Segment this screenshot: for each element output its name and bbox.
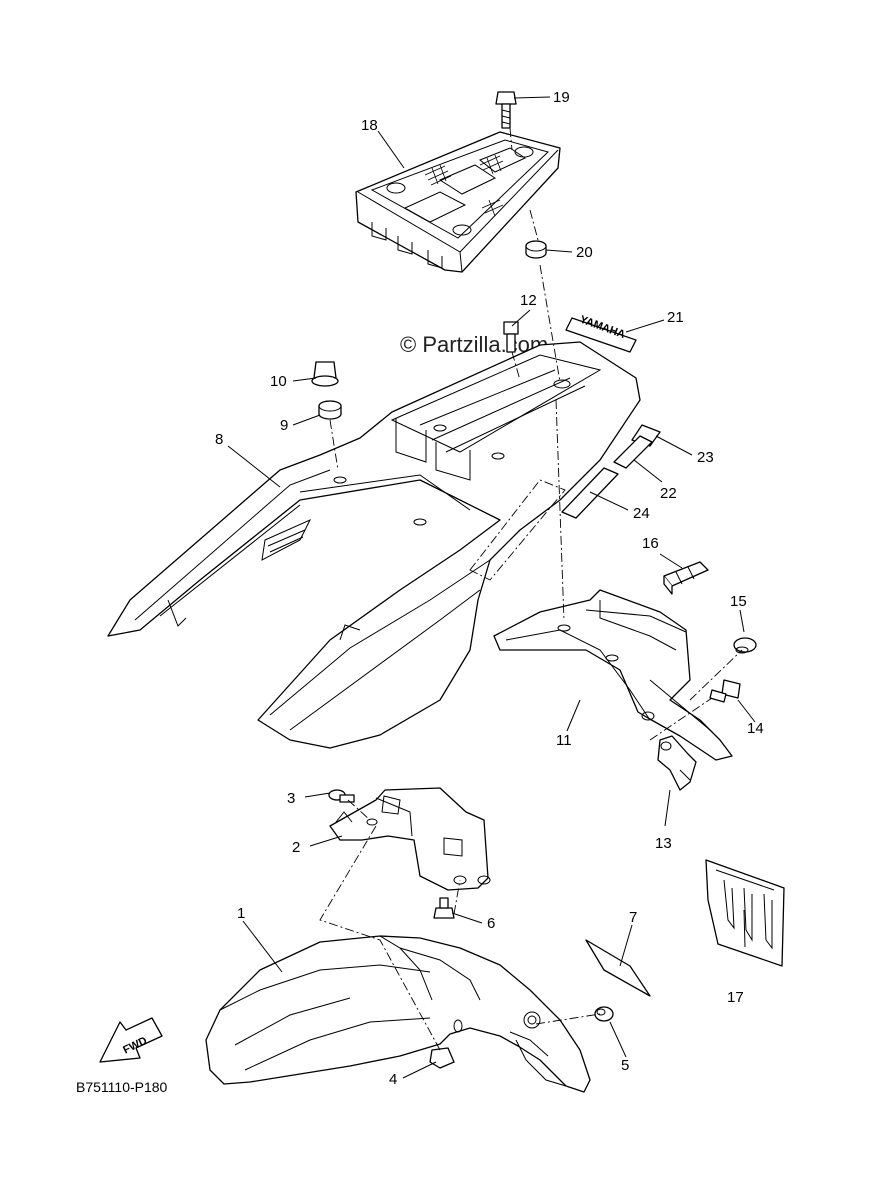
part-24-strip[interactable] (561, 467, 619, 519)
callout-16: 16 (642, 535, 659, 552)
part-12-bolt[interactable] (503, 321, 519, 353)
part-5-grommet[interactable] (594, 1006, 614, 1022)
part-4-nut[interactable] (429, 1047, 455, 1069)
callout-labels: 1 2 3 4 5 6 7 8 9 10 11 12 13 14 15 16 1… (215, 89, 764, 1088)
part-2-bracket[interactable] (329, 787, 491, 891)
callout-10: 10 (270, 373, 287, 390)
part-3-screw[interactable] (328, 789, 355, 803)
part-6-bolt[interactable] (433, 897, 455, 919)
part-19-bolt[interactable] (495, 91, 517, 129)
alignment-lines (319, 127, 743, 1051)
part-16-clip[interactable] (663, 561, 709, 595)
callout-8: 8 (215, 431, 223, 448)
fwd-arrow-icon: FWD (99, 1017, 163, 1063)
callout-6: 6 (487, 915, 495, 932)
part-9-damper[interactable] (318, 400, 342, 420)
part-13-bracket[interactable] (657, 735, 697, 791)
part-10-bolt[interactable] (311, 361, 339, 387)
callout-7: 7 (629, 909, 637, 926)
callout-1: 1 (237, 905, 245, 922)
part-8-rear-cover[interactable] (107, 341, 641, 749)
part-22-strip[interactable] (613, 435, 653, 469)
callout-19: 19 (553, 89, 570, 106)
callout-5: 5 (621, 1057, 629, 1074)
callout-20: 20 (576, 244, 593, 261)
callout-22: 22 (660, 485, 677, 502)
callout-9: 9 (280, 417, 288, 434)
callout-13: 13 (655, 835, 672, 852)
part-15-nut[interactable] (733, 637, 757, 654)
callout-14: 14 (747, 720, 764, 737)
part-7-label[interactable] (585, 939, 651, 997)
part-17-flap[interactable] (705, 859, 785, 967)
callout-4: 4 (389, 1071, 397, 1088)
callout-18: 18 (361, 117, 378, 134)
callout-23: 23 (697, 449, 714, 466)
callout-24: 24 (633, 505, 650, 522)
part-20-collar[interactable] (525, 240, 547, 259)
part-14-bolt[interactable] (709, 679, 741, 703)
diagram-code: B751110-P180 (76, 1079, 168, 1095)
part-11-rear-fender[interactable] (493, 589, 733, 761)
part-18-rear-carrier[interactable] (355, 131, 561, 273)
callout-17: 17 (727, 989, 744, 1006)
part-1-front-fender[interactable] (205, 935, 591, 1093)
callout-21: 21 (667, 309, 684, 326)
callout-3: 3 (287, 790, 295, 807)
callout-15: 15 (730, 593, 747, 610)
leader-lines (227, 96, 756, 1079)
callout-12: 12 (520, 292, 537, 309)
callout-2: 2 (292, 839, 300, 856)
callout-11: 11 (556, 732, 572, 749)
